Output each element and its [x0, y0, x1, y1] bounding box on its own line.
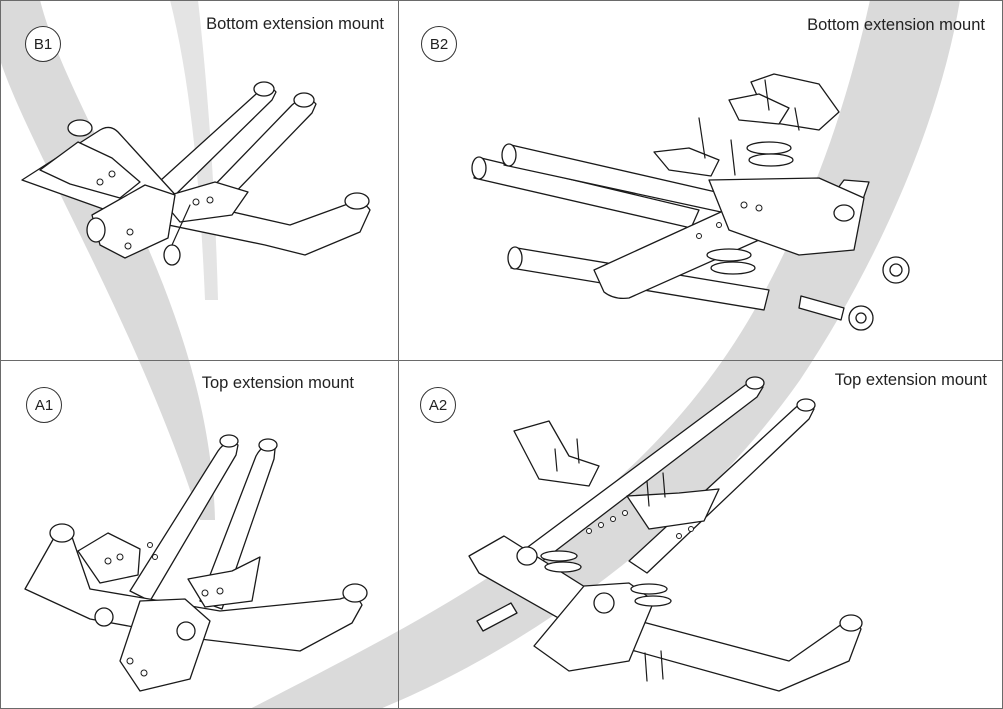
a2-exploded-drawing: [468, 376, 863, 692]
panel-b2-title: Bottom extension mount: [807, 16, 985, 34]
panel-b1-badge: B1: [25, 26, 61, 62]
panel-a2: A2 Top extension mount: [399, 361, 1003, 709]
b2-exploded-drawing: [471, 73, 910, 331]
vertical-divider: [398, 0, 399, 709]
b1-handlebar-drawing: [21, 81, 371, 266]
panel-b2: B2 Bottom extension mount: [399, 0, 1003, 360]
panel-a1: A1 Top extension mount: [0, 361, 398, 709]
panel-a2-badge: A2: [420, 387, 456, 423]
panel-b1: B1 Bottom extension mount: [0, 0, 398, 360]
panel-a1-title: Top extension mount: [201, 374, 354, 392]
panel-b2-badge: B2: [421, 26, 457, 62]
panel-a2-title: Top extension mount: [834, 371, 987, 389]
horizontal-divider: [0, 360, 1003, 361]
panel-b1-title: Bottom extension mount: [206, 15, 384, 33]
panel-a1-badge: A1: [26, 387, 62, 423]
a1-handlebar-drawing: [24, 434, 368, 692]
